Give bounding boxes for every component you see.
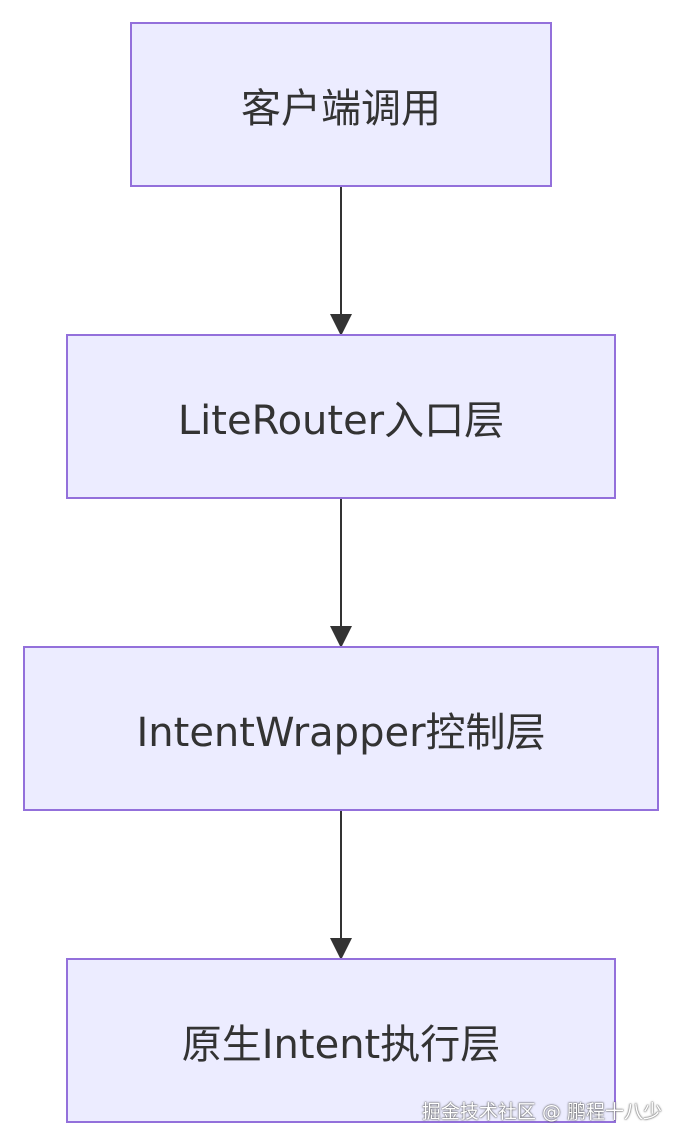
node-client-call: 客户端调用	[130, 22, 552, 187]
node-client-call-label: 客户端调用	[241, 85, 441, 132]
node-intentwrapper-control-layer-label: IntentWrapper控制层	[136, 709, 546, 756]
edge-client-to-entry	[330, 187, 352, 336]
watermark: 掘金技术社区 @ 鹏程十八少	[421, 1101, 662, 1123]
node-literouter-entry-layer-label: LiteRouter入口层	[177, 397, 505, 444]
edge-entry-to-control	[330, 499, 352, 648]
node-native-intent-exec-layer: 原生Intent执行层	[66, 958, 616, 1123]
node-intentwrapper-control-layer: IntentWrapper控制层	[23, 646, 659, 811]
node-literouter-entry-layer: LiteRouter入口层	[66, 334, 616, 499]
node-native-intent-exec-layer-label: 原生Intent执行层	[181, 1021, 501, 1068]
edge-control-to-exec	[330, 811, 352, 960]
